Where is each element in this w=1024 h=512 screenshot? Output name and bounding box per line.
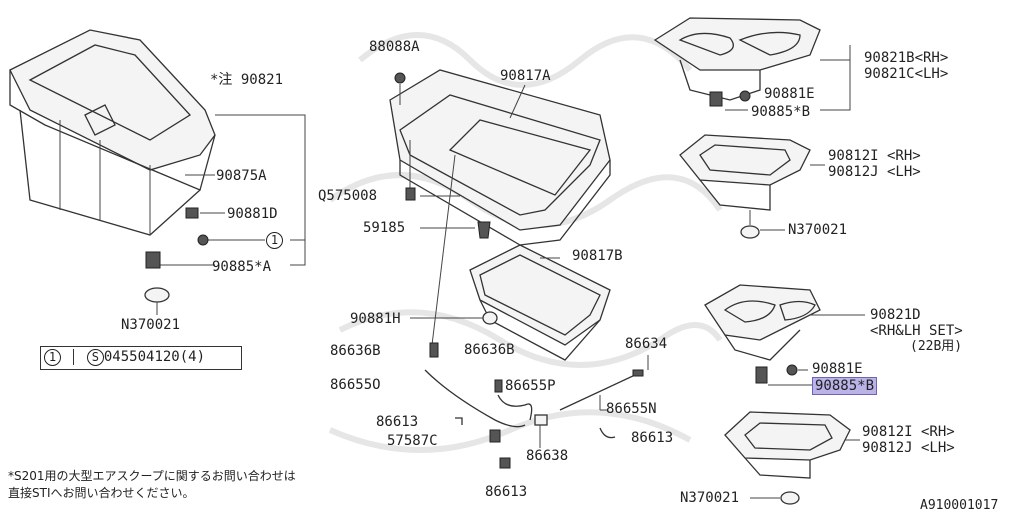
label-set-note: <RH&LH SET> <box>870 323 963 339</box>
legend-ref: 1 <box>44 349 61 366</box>
label-90821B[interactable]: 90821B<RH> <box>864 50 949 66</box>
legend-part[interactable]: 045504120(4) <box>103 349 206 365</box>
label-86613-bottom[interactable]: 86613 <box>485 484 528 500</box>
label-90875A[interactable]: 90875A <box>216 168 267 184</box>
diagram-id: A910001017 <box>920 498 999 512</box>
label-57587C[interactable]: 57587C <box>387 433 438 449</box>
label-88088A[interactable]: 88088A <box>369 39 420 55</box>
scoop-rh-lh <box>653 17 851 111</box>
label-year-note: (22B用) <box>910 339 963 354</box>
label-Q575008[interactable]: Q575008 <box>318 188 378 204</box>
label-86634[interactable]: 86634 <box>625 336 668 352</box>
legend-box <box>40 346 242 370</box>
duct-tray <box>410 244 611 361</box>
label-90885A[interactable]: 90885*A <box>212 259 272 275</box>
label-86655N[interactable]: 86655N <box>606 401 657 417</box>
label-90817A[interactable]: 90817A <box>500 68 551 84</box>
label-N370021-left[interactable]: N370021 <box>121 317 181 333</box>
label-86655P[interactable]: 86655P <box>505 378 556 394</box>
label-90821C[interactable]: 90821C<LH> <box>864 66 949 82</box>
label-86636B-left[interactable]: 86636B <box>330 343 381 359</box>
label-N370021-bottom[interactable]: N370021 <box>680 490 740 506</box>
label-90881D[interactable]: 90881D <box>227 206 278 222</box>
panel-bottom <box>724 411 860 505</box>
label-86613-left[interactable]: 86613 <box>376 414 419 430</box>
label-90817B[interactable]: 90817B <box>572 248 623 264</box>
label-90812J-bottom[interactable]: 90812J <LH> <box>862 440 955 456</box>
scoop-set <box>704 284 865 386</box>
label-90881E-top[interactable]: 90881E <box>764 86 815 102</box>
legend-divider <box>73 349 75 365</box>
watermark-emblem <box>328 32 723 453</box>
footnote-line-1: *S201用の大型エアスクープに関するお問い合わせは <box>8 469 296 483</box>
label-90812J-top[interactable]: 90812J <LH> <box>828 164 921 180</box>
label-90885B-highlighted[interactable]: 90885*B <box>812 377 878 395</box>
label-90821-note[interactable]: *注 90821 <box>210 72 284 88</box>
label-86638[interactable]: 86638 <box>526 448 569 464</box>
label-90881H[interactable]: 90881H <box>350 311 401 327</box>
label-90812I-top[interactable]: 90812I <RH> <box>828 148 921 164</box>
ref-circle-1-text: 1 <box>266 232 283 249</box>
ref-circle-1: 1 <box>266 232 283 249</box>
label-59185[interactable]: 59185 <box>363 220 406 236</box>
label-N370021-right[interactable]: N370021 <box>788 222 848 238</box>
scoop-duct <box>389 69 611 246</box>
hood-scoop <box>9 29 306 315</box>
footnote-line-2: 直接STIへお問い合わせください。 <box>8 486 195 500</box>
label-90885B-top[interactable]: 90885*B <box>751 104 811 120</box>
label-90812I-bottom[interactable]: 90812I <RH> <box>862 424 955 440</box>
label-86636B-mid[interactable]: 86636B <box>464 342 515 358</box>
legend-symbol: S <box>86 349 104 366</box>
label-90821D[interactable]: 90821D <box>870 307 921 323</box>
label-86655O[interactable]: 86655O <box>330 377 381 393</box>
label-86613-right[interactable]: 86613 <box>631 430 674 446</box>
washer-hoses <box>424 154 649 469</box>
label-90881E-bottom[interactable]: 90881E <box>812 361 863 377</box>
panel-top <box>679 134 825 239</box>
